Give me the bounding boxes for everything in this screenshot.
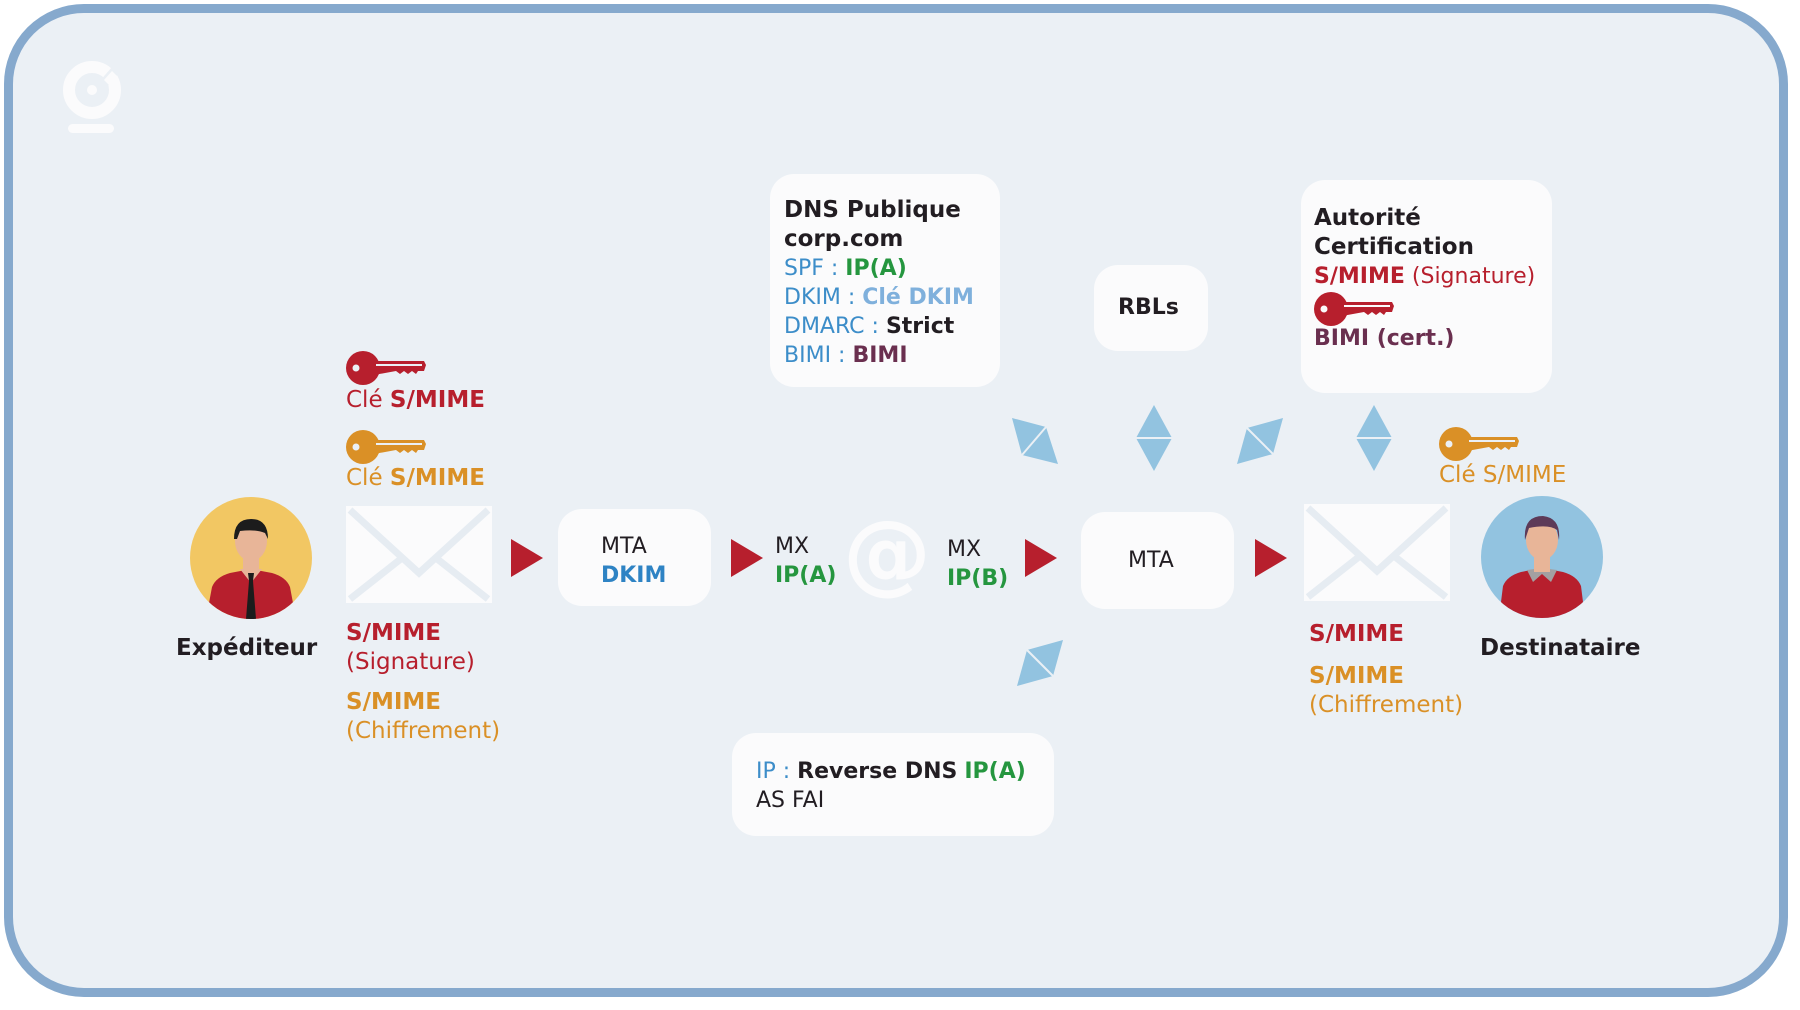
envelope-icon <box>1304 504 1450 601</box>
dns-row-value: BIMI <box>852 343 908 368</box>
flow-arrow-icon <box>1255 539 1287 577</box>
reverse-ip-key: IP : <box>756 759 791 784</box>
dns-public-card <box>770 174 1000 387</box>
dns-row-dmarc: DMARC : Strict <box>784 312 954 341</box>
mx-b-ip: IP(B) <box>947 566 1009 591</box>
mta-sender-dkim: DKIM <box>601 563 667 588</box>
dns-row-dkim: DKIM : Clé DKIM <box>784 283 974 312</box>
connector-diamond-icon <box>1356 405 1392 471</box>
mta-receiver-card <box>1081 512 1234 609</box>
rbl-label: RBLs <box>1118 295 1179 320</box>
dns-row-key: BIMI : <box>784 343 846 368</box>
receiver-tag-signature-title: S/MIME <box>1309 621 1405 647</box>
key-icon <box>346 351 426 385</box>
logo-icon <box>63 61 121 133</box>
reverse-dns-row: IP : Reverse DNS IP(A) <box>756 757 1026 786</box>
mx-b-title: MX <box>947 537 982 562</box>
flow-arrow-icon <box>1025 539 1057 577</box>
key-icon <box>1439 427 1519 461</box>
receiver-key-label: Clé S/MIME <box>1439 462 1567 488</box>
envelope-icon <box>346 506 492 603</box>
key-prefix: Clé <box>346 387 383 413</box>
ca-smime-label: S/MIME <box>1314 264 1405 289</box>
reverse-dns-label: Reverse DNS <box>797 759 958 784</box>
ca-smime-sub: (Signature) <box>1411 264 1536 289</box>
sender-tag-signature-subtitle: (Signature) <box>346 649 475 675</box>
receiver-tag-encryption-title: S/MIME <box>1309 663 1405 689</box>
mta-receiver-title: MTA <box>1128 548 1174 573</box>
key-name: S/MIME <box>389 465 485 491</box>
dns-row-value: Clé DKIM <box>862 285 974 310</box>
dns-row-key: DKIM : <box>784 285 856 310</box>
dns-row-spf: SPF : IP(A) <box>784 254 907 283</box>
sender-label: Expéditeur <box>176 635 318 661</box>
key-prefix: Clé <box>346 465 383 491</box>
ca-bimi-label: BIMI (cert.) <box>1314 326 1455 351</box>
sender-avatar-icon <box>190 497 312 619</box>
rbl-card <box>1094 265 1208 351</box>
key-name: S/MIME <box>389 387 485 413</box>
connector-diamond-icon <box>1012 418 1058 464</box>
sender-key-encryption-label: Clé S/MIME <box>346 464 485 493</box>
sender-key-signature-label: Clé S/MIME <box>346 386 485 415</box>
dns-title: DNS Publique <box>784 197 961 223</box>
flow-arrow-icon <box>511 539 543 577</box>
dns-row-value: Strict <box>885 314 955 339</box>
connector-diamond-icon <box>1136 405 1172 471</box>
connector-diamond-icon <box>1017 640 1063 686</box>
sender-tag-signature-title: S/MIME <box>346 620 442 646</box>
mx-a-ip: IP(A) <box>775 563 837 588</box>
reverse-as-fai: AS FAI <box>756 788 825 813</box>
reverse-dns-value: IP(A) <box>964 759 1026 784</box>
receiver-avatar-icon <box>1481 496 1603 618</box>
reverse-dns-card <box>732 733 1054 836</box>
mta-sender-card <box>558 509 711 606</box>
sender-tag-encryption-subtitle: (Chiffrement) <box>346 718 501 744</box>
sender-tag-encryption-title: S/MIME <box>346 689 442 715</box>
ca-subtitle: Certification <box>1314 234 1474 260</box>
connector-diamond-icon <box>1237 418 1283 464</box>
ca-smime-row: S/MIME (Signature) <box>1314 262 1535 291</box>
at-sign-icon: @ <box>843 501 931 604</box>
ca-title: Autorité <box>1314 205 1421 231</box>
mx-a-title: MX <box>775 534 810 559</box>
dns-row-key: SPF : <box>784 256 839 281</box>
key-icon <box>1314 292 1394 326</box>
dns-row-key: DMARC : <box>784 314 879 339</box>
dns-row-value: IP(A) <box>845 256 907 281</box>
dns-row-bimi: BIMI : BIMI <box>784 341 908 370</box>
certification-authority-card <box>1301 180 1552 393</box>
flow-arrow-icon <box>731 539 763 577</box>
key-icon <box>346 430 426 464</box>
mta-sender-title: MTA <box>601 534 647 559</box>
receiver-label: Destinataire <box>1480 635 1641 661</box>
dns-domain: corp.com <box>784 226 904 252</box>
receiver-tag-encryption-subtitle: (Chiffrement) <box>1309 692 1464 718</box>
